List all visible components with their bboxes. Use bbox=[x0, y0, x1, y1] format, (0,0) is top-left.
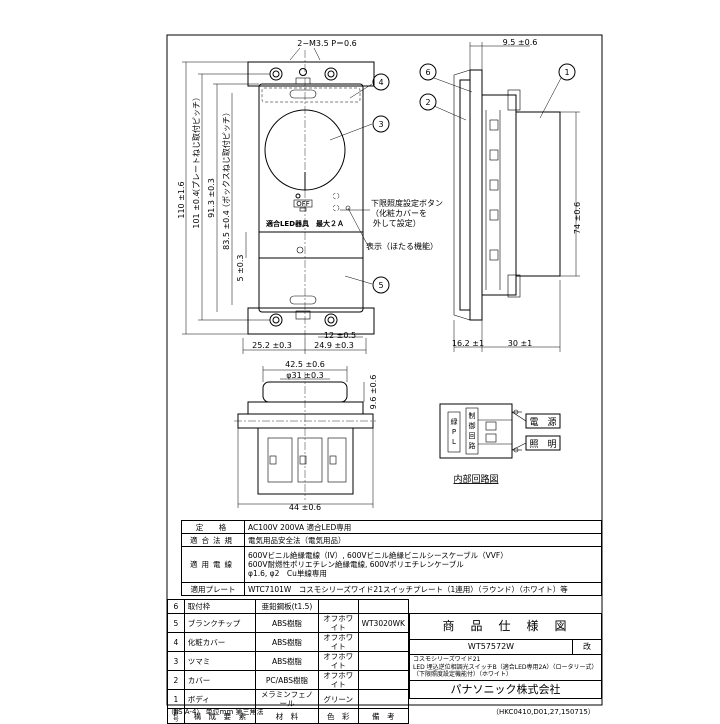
dim-83: 83.5 ±0.4 bbox=[222, 210, 231, 250]
dim-74: 74 ±0.6 bbox=[573, 202, 582, 234]
spec-value-rating: AC100V 200VA 適合LED専用 bbox=[244, 520, 602, 534]
spec-label-wire: 適用電線 bbox=[181, 546, 245, 583]
screw-hole bbox=[269, 313, 283, 327]
svg-text:制: 制 bbox=[469, 411, 476, 420]
side-dimensions: 9.5 ±0.6 74 ±0.6 16.2 ±1 30 ±1 bbox=[452, 38, 582, 352]
table-row: 1 ボディ メラミンフェノール グリーン bbox=[167, 689, 410, 709]
table-row: 2 カバー PC/ABS樹脂 オフホワイト bbox=[167, 670, 410, 690]
svg-text:御: 御 bbox=[469, 421, 476, 430]
note-setting-2: （化粧カバーを bbox=[371, 208, 427, 218]
dim-31: φ31 ±0.3 bbox=[286, 371, 323, 380]
footer-left: （JIS A-4） 単位mm 第三角法 bbox=[167, 708, 264, 716]
svg-text:6: 6 bbox=[425, 68, 430, 77]
frame-bottom bbox=[247, 307, 375, 335]
svg-text:P: P bbox=[452, 428, 456, 436]
dim-9: 9.5 ±0.6 bbox=[503, 38, 538, 47]
svg-text:L: L bbox=[452, 438, 456, 446]
dim-9-6: 9.6 ±0.6 bbox=[369, 375, 378, 410]
note-setting-3: 外して設定） bbox=[373, 218, 421, 228]
off-label: OFF bbox=[296, 200, 310, 208]
bottom-dimensions: 42.5 ±0.6 φ31 ±0.3 9.6 ±0.6 44 ±0.6 bbox=[237, 360, 378, 512]
spec-value-plate: WTC7101W コスモシリーズワイド21スイッチプレート（1連用）（ラウンド）… bbox=[244, 582, 602, 596]
dim-5: 5 ±0.3 bbox=[236, 254, 245, 281]
circuit-title: 内部回路図 bbox=[453, 473, 498, 485]
table-row: 4 化粧カバー ABS樹脂 オフホワイト bbox=[167, 632, 410, 652]
dim-110: 110 ±1.6 bbox=[177, 181, 186, 218]
spec-value-law: 電気用品安全法（電気用品） bbox=[244, 533, 602, 547]
note-setting-1: 下限照度設定ボタン bbox=[371, 198, 443, 208]
svg-text:3: 3 bbox=[378, 120, 383, 129]
drawing-title: 商 品 仕 様 図 bbox=[409, 613, 602, 640]
screw-hole bbox=[324, 313, 338, 327]
screw-hole bbox=[324, 67, 338, 81]
svg-text:回: 回 bbox=[469, 432, 476, 440]
dim-30: 30 ±1 bbox=[508, 339, 533, 348]
dim-screw: 2−M3.5 P＝0.6 bbox=[297, 39, 357, 48]
spec-table: 定 格 AC100V 200VA 適合LED専用 適合法規 電気用品安全法（電気… bbox=[181, 520, 602, 596]
front-view: OFF 適合LED器具 最大２Ａ bbox=[247, 50, 375, 340]
product-description: コスモシリーズワイド21 LED 埋込逆位相調光スイッチB（適合LED専用2A）… bbox=[409, 654, 602, 681]
dim-91: 91.3 ±0.3 bbox=[207, 178, 216, 218]
svg-text:5: 5 bbox=[378, 281, 383, 290]
svg-text:2: 2 bbox=[425, 98, 430, 107]
cover-body bbox=[258, 83, 364, 313]
spec-label-plate: 適用プレート bbox=[181, 582, 245, 596]
dim-83-note: （ボックスねじ取付ピッチ） bbox=[221, 108, 231, 212]
parts-table: 6 取付枠 亜鉛鋼板(t1.5) 5 ブランクチップ ABS樹脂 オフホワイト … bbox=[167, 599, 410, 724]
dim-25: 25.2 ±0.3 bbox=[252, 341, 292, 350]
model-number: WT57572W bbox=[409, 639, 573, 655]
svg-text:路: 路 bbox=[469, 441, 476, 450]
circuit-light: 照 明 bbox=[529, 439, 556, 450]
dim-42: 42.5 ±0.6 bbox=[285, 360, 325, 369]
dim-101-note: （プレートねじ取付ピッチ） bbox=[191, 93, 201, 197]
circuit-diagram: 緑 P L 制 御 回 路 電 源 照 明 内部回路図 bbox=[439, 403, 561, 485]
footer-right: （HKC0410,D01,27,150715） bbox=[492, 708, 595, 716]
table-row: 5 ブランクチップ ABS樹脂 オフホワイト WT3020WK bbox=[167, 613, 410, 633]
revision-label: 改 bbox=[572, 639, 602, 655]
svg-text:1: 1 bbox=[564, 68, 569, 77]
side-view bbox=[453, 69, 561, 321]
circuit-power: 電 源 bbox=[529, 417, 556, 428]
circuit-left-1: 緑 bbox=[451, 417, 458, 426]
dim-12: 12 ±0.5 bbox=[324, 331, 356, 340]
spec-value-wire: 600Vビニル絶縁電線（IV）, 600Vビニル絶縁ビニルシースケーブル（VVF… bbox=[244, 546, 602, 583]
spec-label-rating: 定 格 bbox=[181, 520, 245, 534]
dim-44: 44 ±0.6 bbox=[289, 503, 321, 512]
svg-text:4: 4 bbox=[378, 78, 383, 87]
front-balloons: 4 3 5 下限照度設定ボタン （化粧カバーを 外して設定） 表示（ほたる機能） bbox=[329, 73, 443, 294]
bottom-view bbox=[234, 372, 376, 500]
dim-16: 16.2 ±1 bbox=[452, 339, 484, 348]
spec-label-law: 適合法規 bbox=[181, 533, 245, 547]
company-name: パナソニック株式会社 bbox=[409, 680, 602, 699]
front-dimensions: 2−M3.5 P＝0.6 110 ±1.6 101 ±0.4 （プレートねじ取付… bbox=[177, 39, 367, 354]
screw-hole bbox=[269, 67, 283, 81]
side-balloons: 6 2 1 bbox=[419, 63, 576, 121]
table-row: 3 ツマミ ABS樹脂 オフホワイト bbox=[167, 651, 410, 671]
dim-101: 101 ±0.4 bbox=[192, 191, 201, 228]
title-block: 商 品 仕 様 図 WT57572W 改 コスモシリーズワイド21 LED 埋込… bbox=[409, 613, 602, 699]
note-indicator: 表示（ほたる機能） bbox=[366, 241, 438, 251]
dim-24: 24.9 ±0.3 bbox=[314, 341, 354, 350]
table-row: 6 取付枠 亜鉛鋼板(t1.5) bbox=[167, 599, 410, 614]
